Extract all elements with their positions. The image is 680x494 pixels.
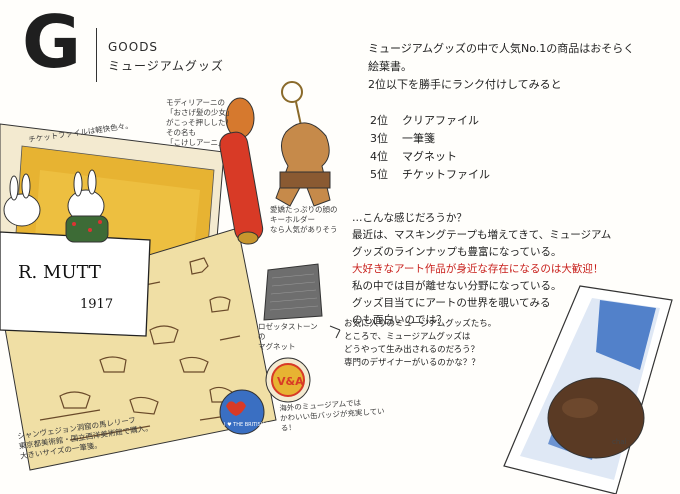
- section-title-en: GOODS: [108, 40, 159, 54]
- header-divider: [96, 28, 97, 82]
- body-line: 最近は、マスキングテープも増えてきて、ミュージアム: [352, 229, 612, 241]
- body-line: グッズのラインナップも豊富になっている。: [352, 246, 562, 258]
- ranking-item: 5位チケットファイル: [370, 168, 490, 181]
- body-line: 私の中では目が離せない分野になっている。: [352, 280, 562, 292]
- british-museum-badge-text: I ♥ THE BRITISH MUSEUM: [224, 422, 288, 428]
- va-badge-illustration: [265, 357, 311, 403]
- ranking-item: 2位クリアファイル: [370, 114, 479, 127]
- card-year: 1917: [80, 297, 113, 312]
- keychain-illustration: [275, 81, 331, 207]
- ranking-item: 3位一筆箋: [370, 132, 435, 145]
- kokeshi-doll-illustration: [219, 97, 264, 245]
- note-favorites: お気に入りのミュージアムグッズたち。 ところで、ミュージアムグッズは どうやって…: [344, 319, 497, 368]
- note-keyholder: 愛嬌たっぷりの顔のキーホルダー なら人気がありそう: [270, 205, 338, 234]
- rosetta-magnet-illustration: [263, 263, 323, 321]
- body-line: …こんな感じだろうか？: [352, 212, 467, 224]
- intro-line: 2位以下を勝手にランク付けしてみると: [368, 78, 562, 91]
- fountain-card-illustration: [0, 231, 151, 337]
- va-badge-text: V&A: [277, 375, 304, 388]
- ranking-list: 2位クリアファイル 3位一筆箋 4位マグネット 5位チケットファイル: [370, 112, 490, 184]
- british-museum-badge-illustration: [219, 389, 265, 435]
- intro-text: ミュージアムグッズの中で人気No.1の商品はおそらく 絵葉書。 2位以下を勝手に…: [368, 40, 668, 94]
- card-text: R. MUTT: [18, 262, 101, 283]
- ranking-item: 4位マグネット: [370, 150, 457, 163]
- section-title-ja: ミュージアムグッズ: [108, 59, 224, 73]
- arrow-icon: [329, 325, 341, 339]
- note-modigliani: モディリアーニの 「おさげ髪の少女」 がこっそ押しした！ その名も 「こけしアー…: [166, 98, 234, 147]
- intro-line: ミュージアムグッズの中で人気No.1の商品はおそらく: [368, 42, 635, 55]
- body-text: …こんな感じだろうか？ 最近は、マスキングテープも増えてきて、ミュージアム グッ…: [352, 210, 652, 329]
- intro-line: 絵葉書。: [368, 60, 412, 73]
- miffy-illustration: [3, 169, 109, 243]
- body-line: 大好きなアート作品が身近な存在になるのは大歓迎！: [352, 263, 604, 275]
- note-magnet: ロゼッタストーンの マグネット: [258, 322, 318, 351]
- body-line: のも面白いのでは？: [352, 314, 447, 326]
- postcard-illustration: [503, 285, 673, 494]
- section-letter: G: [22, 0, 81, 84]
- body-line: グッズ目当てにアートの世界を覗いてみる: [352, 297, 551, 309]
- artist-signature: chai: [612, 438, 627, 446]
